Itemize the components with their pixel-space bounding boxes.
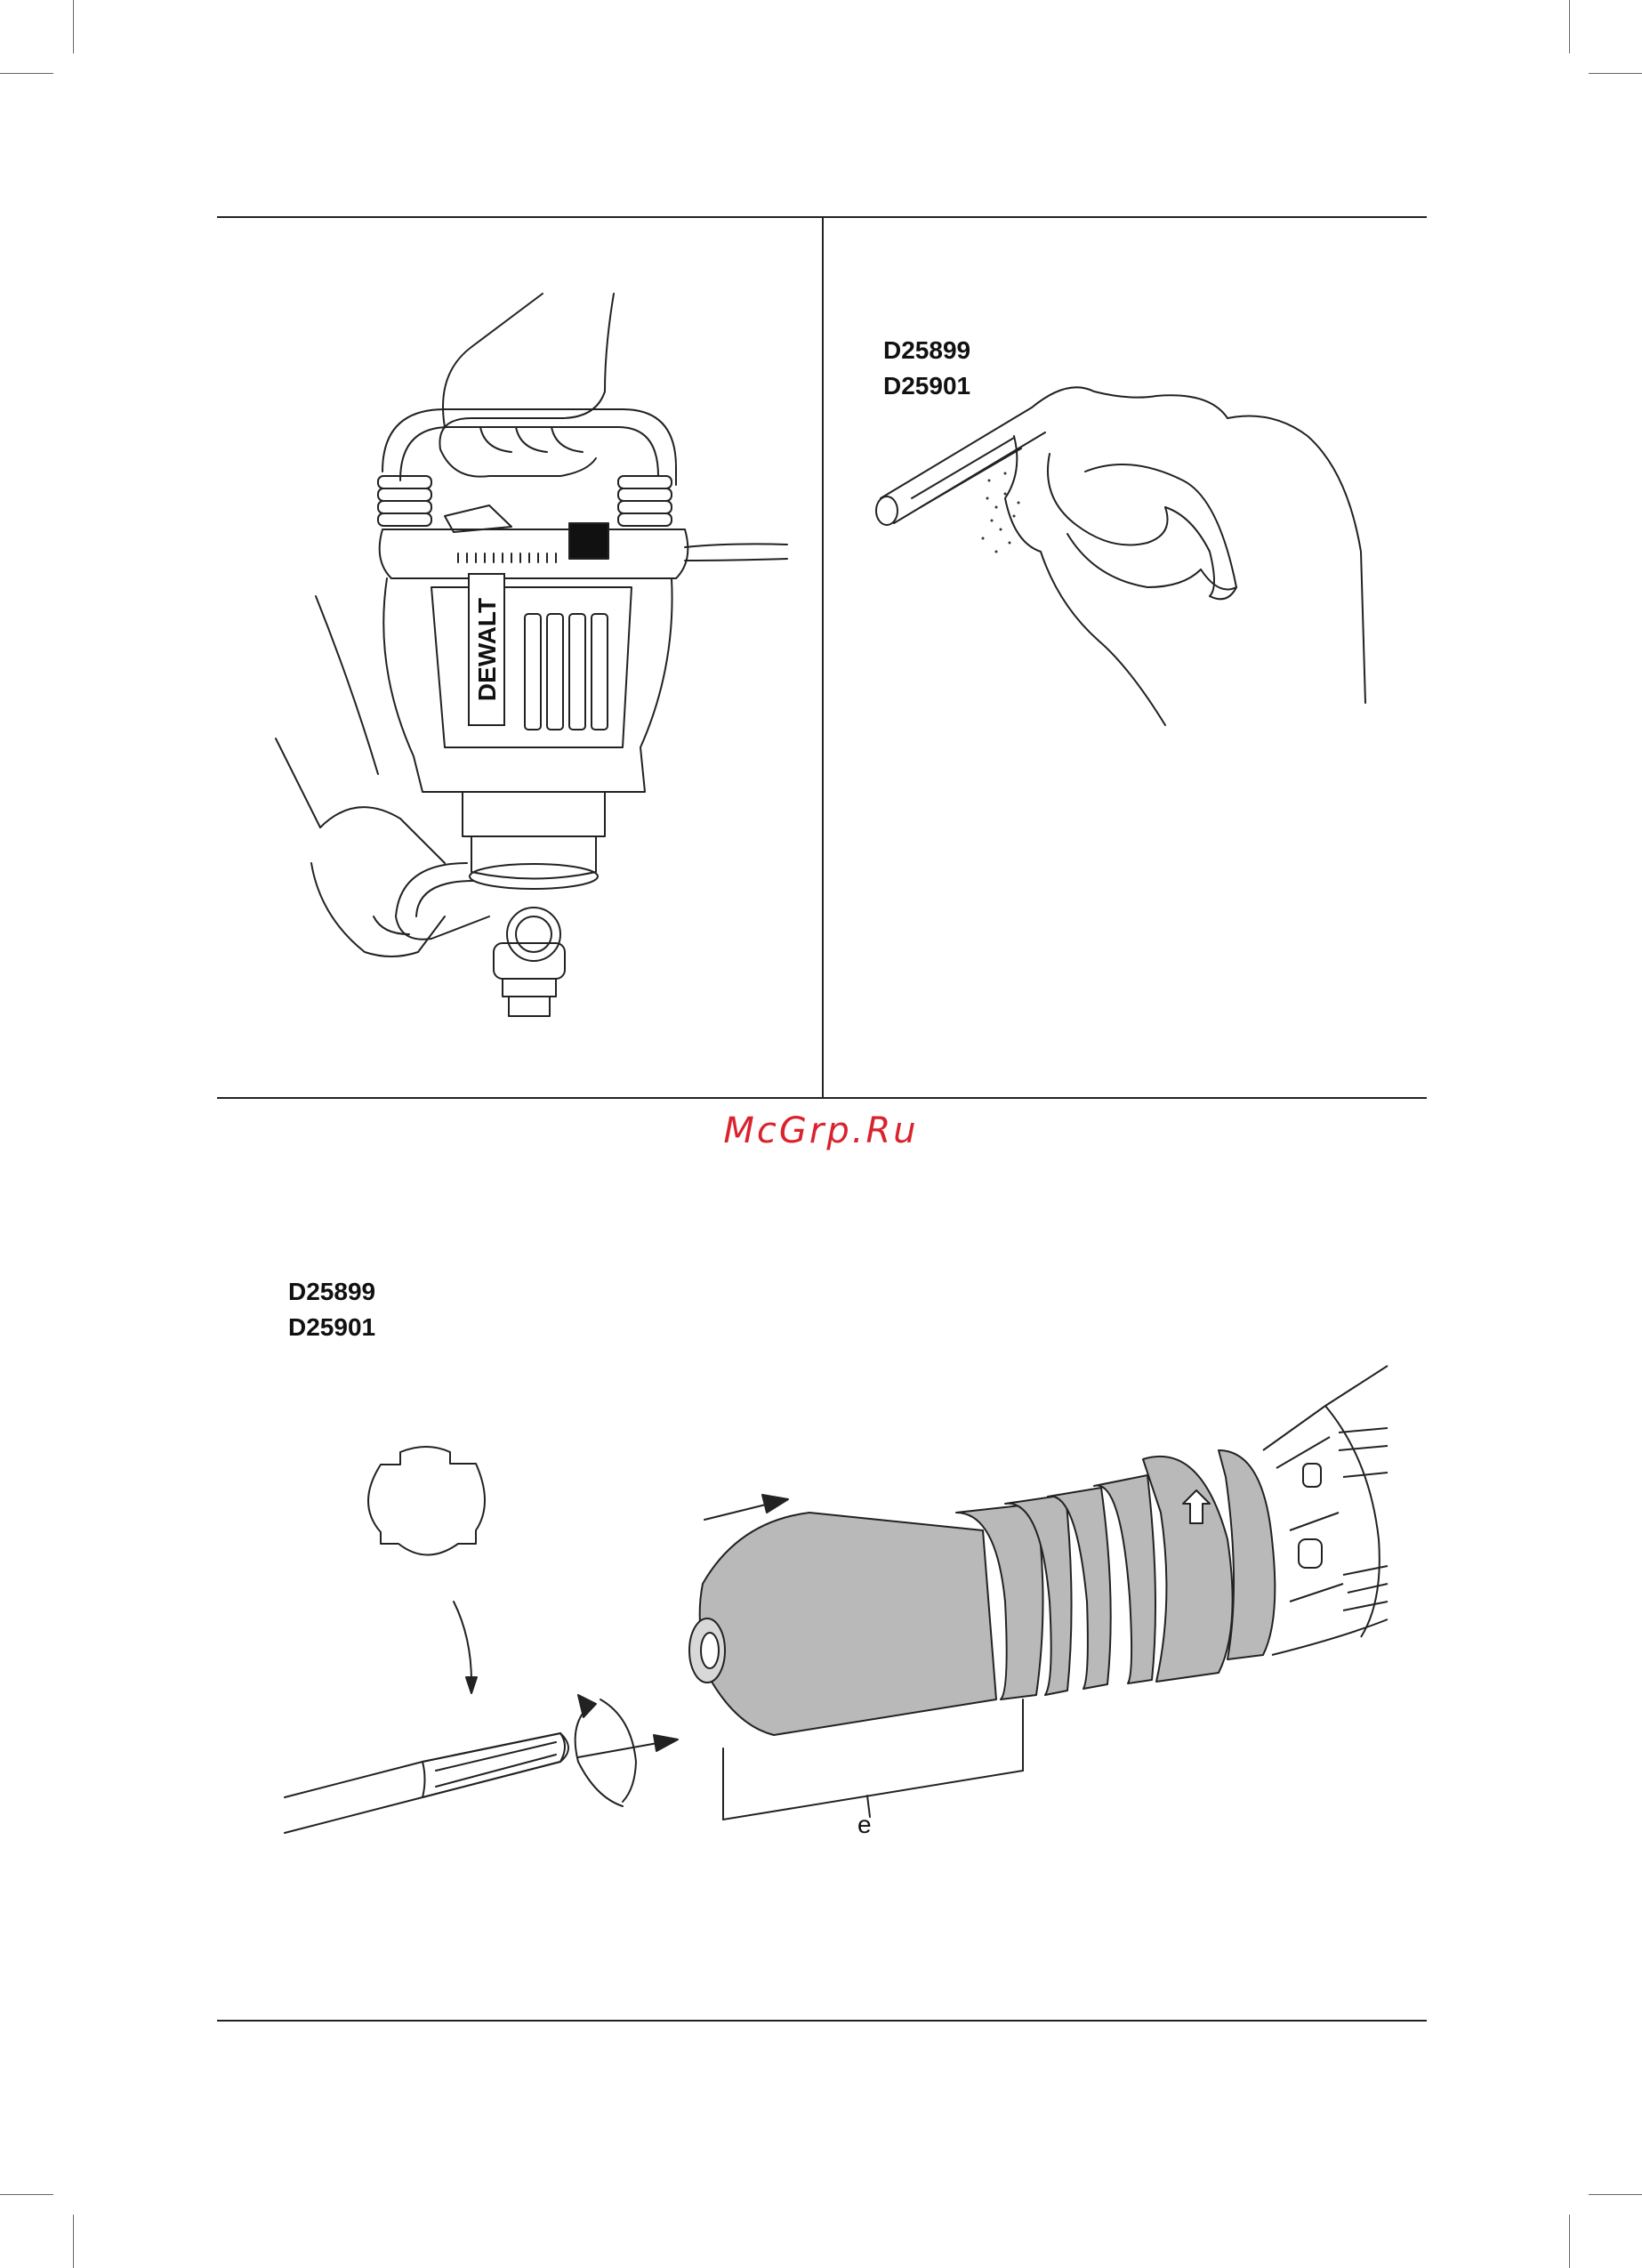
figure-hammer-operation: DEWALT [267, 294, 801, 1023]
panel-divider [822, 216, 824, 1097]
figure-bit-insertion [294, 1246, 1388, 1842]
model-number: D25899 [883, 333, 970, 368]
middle-rule [217, 1097, 1427, 1099]
dewalt-logo: DEWALT [473, 598, 501, 701]
crop-mark [0, 2194, 53, 2195]
hammer-illustration: DEWALT [267, 294, 801, 1023]
figure-cleaning-bit [863, 374, 1414, 747]
crop-mark [1589, 73, 1642, 74]
crop-mark [1569, 2215, 1570, 2268]
insertion-illustration [294, 1246, 1388, 1842]
crop-mark [73, 0, 74, 53]
watermark-text: McGrp.Ru [0, 1110, 1642, 1151]
crop-mark [1569, 0, 1570, 53]
bottom-rule [217, 2020, 1427, 2022]
crop-mark [1589, 2194, 1642, 2195]
crop-mark [0, 73, 53, 74]
crop-mark [73, 2215, 74, 2268]
cleaning-illustration [863, 374, 1414, 747]
callout-label-e: e [857, 1811, 872, 1839]
